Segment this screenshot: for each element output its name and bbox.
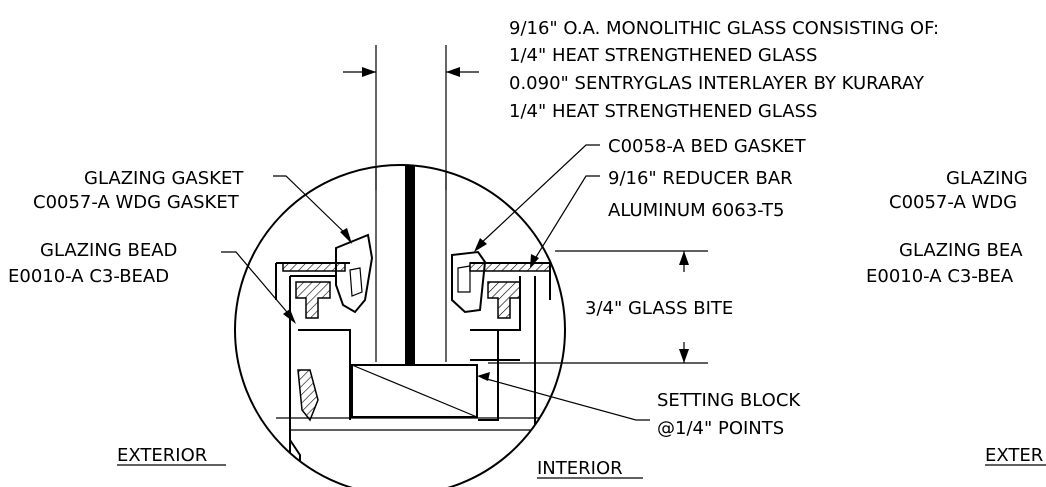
label-far-glazing-bea: GLAZING BEA bbox=[899, 240, 1023, 261]
label-interior: INTERIOR bbox=[537, 458, 623, 479]
label-points: @1/4" POINTS bbox=[657, 418, 784, 439]
section-detail bbox=[275, 165, 560, 487]
left-leaders bbox=[221, 175, 352, 324]
label-glazing-bead: GLAZING BEAD bbox=[40, 240, 177, 261]
label-far-exterior: EXTER bbox=[985, 445, 1043, 466]
label-aluminum: ALUMINUM 6063-T5 bbox=[608, 200, 784, 221]
glass-spec-line-1: 9/16" O.A. MONOLITHIC GLASS CONSISTING O… bbox=[509, 18, 939, 39]
label-reducer-bar: 9/16" REDUCER BAR bbox=[608, 168, 793, 189]
glass-spec-line-2: 1/4" HEAT STRENGTHENED GLASS bbox=[509, 45, 817, 66]
label-exterior: EXTERIOR bbox=[117, 445, 207, 466]
glass-spec-line-4: 1/4" HEAT STRENGTHENED GLASS bbox=[509, 101, 817, 122]
glass-bite-dimension bbox=[488, 250, 708, 364]
label-far-c3-bea: E0010-A C3-BEA bbox=[866, 266, 1014, 287]
interlayer bbox=[405, 165, 415, 365]
label-c3-bead: E0010-A C3-BEAD bbox=[8, 266, 169, 287]
detail-circle bbox=[234, 164, 566, 487]
label-bed-gasket: C0058-A BED GASKET bbox=[608, 136, 807, 157]
label-far-wdg: C0057-A WDG bbox=[889, 192, 1017, 213]
label-glass-bite: 3/4" GLASS BITE bbox=[585, 298, 733, 319]
label-far-glazing: GLAZING bbox=[946, 168, 1028, 189]
right-leaders bbox=[474, 144, 650, 421]
label-glazing-gasket: GLAZING GASKET bbox=[84, 168, 244, 189]
label-setting-block: SETTING BLOCK bbox=[657, 390, 801, 411]
label-wdg-gasket: C0057-A WDG GASKET bbox=[33, 192, 240, 213]
glass-spec-line-3: 0.090" SENTRYGLAS INTERLAYER BY KURARAY bbox=[509, 73, 925, 94]
